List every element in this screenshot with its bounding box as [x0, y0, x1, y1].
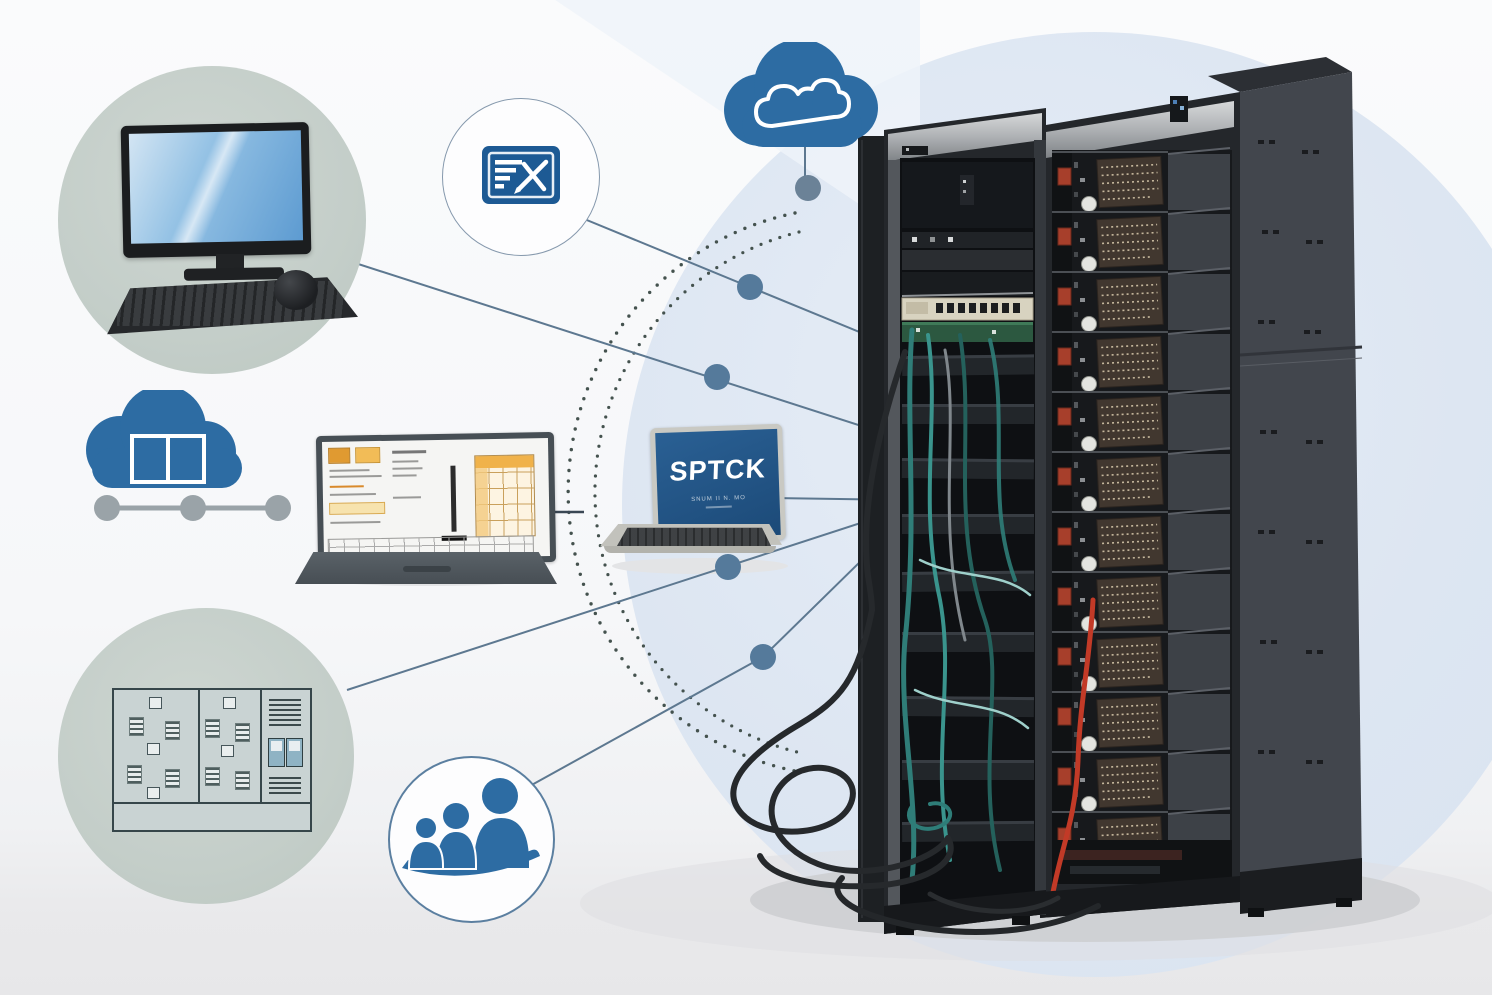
screen-subline [705, 505, 732, 509]
dot [737, 274, 763, 300]
highlight-cell [329, 501, 386, 515]
panel-section-1 [114, 690, 200, 802]
cloud-icon [724, 42, 878, 147]
toolbar-chip [355, 446, 381, 464]
toolbar-chip [328, 447, 351, 464]
screen-title: SPTCK [668, 453, 767, 487]
dot [795, 175, 821, 201]
screen-subtitle: SNUM II N. MO [691, 495, 746, 503]
line-panel-rack [346, 505, 914, 691]
laptop-screen [315, 431, 557, 567]
laptop-shadow [612, 558, 788, 574]
mouse [274, 270, 318, 310]
cloud-outline-icon [754, 78, 851, 128]
server-rack-right [1040, 92, 1240, 918]
line-desktop-rack [351, 261, 906, 441]
monitor-screen [128, 130, 304, 244]
connection-dots [704, 175, 821, 670]
pencil-cross-icon [515, 159, 549, 193]
switchgear-panel [112, 688, 312, 832]
monitor-base [183, 267, 285, 281]
teal-floor-cable [907, 801, 952, 831]
black-cable-2 [757, 835, 954, 890]
dotted-arc-inner [593, 230, 803, 755]
document-edit-icon [482, 146, 560, 204]
dot [704, 364, 730, 390]
panel-section-2 [200, 690, 262, 802]
dot [750, 644, 776, 670]
black-cable-1 [730, 349, 951, 874]
team-icon [402, 778, 540, 876]
data-table [474, 454, 536, 538]
timeline-dots [94, 495, 291, 521]
touchpad [403, 566, 451, 572]
cabinet-side-panel [1208, 57, 1363, 917]
laptop-front-edge [604, 546, 776, 553]
black-cable-4 [927, 891, 1061, 914]
panel-bottom-band [114, 802, 310, 830]
monitor [120, 122, 312, 258]
window-panes-icon [130, 434, 206, 484]
dotted-arc-outer [566, 211, 802, 774]
server-rack-left [858, 108, 1046, 935]
laptop-sptck: SPTCK SNUM II N. MO [600, 418, 795, 570]
laptop-keyboard [616, 527, 772, 548]
panel-section-3 [262, 690, 308, 802]
cloud-window-icon [86, 390, 242, 488]
scrollbar [450, 465, 457, 532]
black-cable-3 [834, 875, 1101, 935]
red-cable [1049, 597, 1096, 901]
laptop-spreadsheet [295, 430, 560, 584]
dot [715, 554, 741, 580]
teal-cables [901, 327, 1032, 883]
